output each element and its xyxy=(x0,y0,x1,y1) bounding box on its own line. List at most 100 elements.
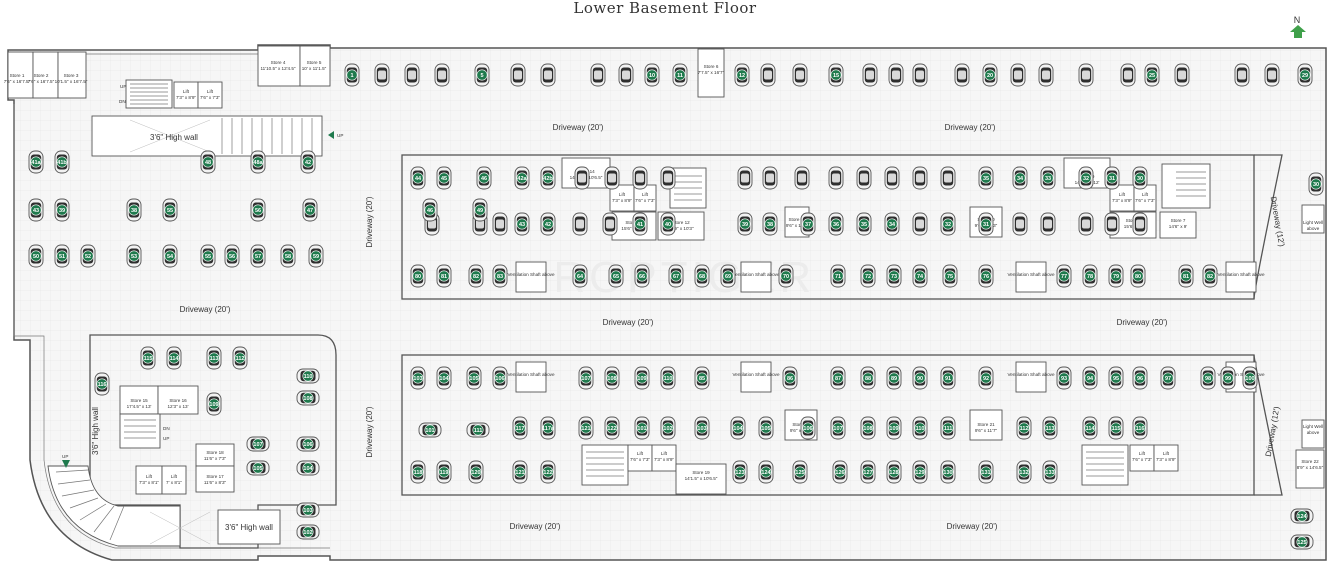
parking-space: 48a xyxy=(250,150,266,174)
parking-space xyxy=(660,166,676,190)
parking-space: 39 xyxy=(737,212,753,236)
store-19 xyxy=(675,463,727,495)
svg-text:53: 53 xyxy=(131,254,137,260)
svg-text:37: 37 xyxy=(805,222,811,228)
parking-space: 108 xyxy=(860,416,876,440)
svg-text:43: 43 xyxy=(519,222,525,228)
svg-text:125: 125 xyxy=(1297,540,1306,546)
parking-space: 103 xyxy=(410,366,426,390)
parking-space: 101 xyxy=(634,416,650,440)
svg-text:95: 95 xyxy=(1113,376,1119,382)
parking-space: 126 xyxy=(832,460,848,484)
parking-space: 96 xyxy=(1132,366,1148,390)
svg-text:39: 39 xyxy=(742,222,748,228)
svg-text:103: 103 xyxy=(697,426,706,432)
parking-space: 32 xyxy=(940,212,956,236)
parking-space: 37 xyxy=(800,212,816,236)
parking-space xyxy=(574,166,590,190)
parking-space: 46 xyxy=(422,198,438,222)
svg-text:98: 98 xyxy=(1205,376,1211,382)
parking-space xyxy=(1078,63,1094,87)
parking-space: 85 xyxy=(694,366,710,390)
svg-text:125: 125 xyxy=(795,470,804,476)
parking-space: 45 xyxy=(436,166,452,190)
svg-text:17'4.5" x 13': 17'4.5" x 13' xyxy=(127,404,152,409)
parking-space xyxy=(794,166,810,190)
svg-text:80: 80 xyxy=(1135,274,1141,280)
parking-space: 30 xyxy=(1308,172,1324,196)
parking-space: 44 xyxy=(410,166,426,190)
parking-space: 39 xyxy=(54,198,70,222)
parking-space: 104 xyxy=(296,460,320,476)
inner-block-b xyxy=(401,354,1255,496)
staircase-a-right xyxy=(1161,163,1211,209)
parking-space: 102 xyxy=(660,416,676,440)
parking-space: 122 xyxy=(604,416,620,440)
svg-text:56: 56 xyxy=(229,254,235,260)
parking-space: 106 xyxy=(296,436,320,452)
svg-text:121: 121 xyxy=(515,470,524,476)
parking-space xyxy=(510,63,526,87)
svg-text:31: 31 xyxy=(1109,176,1115,182)
parking-space xyxy=(1010,63,1026,87)
svg-text:35: 35 xyxy=(861,222,867,228)
svg-text:43: 43 xyxy=(33,208,39,214)
svg-text:81: 81 xyxy=(441,274,447,280)
parking-space: 81 xyxy=(436,264,452,288)
parking-space: 80 xyxy=(1130,264,1146,288)
parking-space: 91 xyxy=(940,366,956,390)
svg-text:130: 130 xyxy=(943,470,952,476)
parking-space: 55 xyxy=(162,198,178,222)
parking-space: 105 xyxy=(758,416,774,440)
svg-text:12: 12 xyxy=(739,73,745,79)
svg-text:UP: UP xyxy=(163,436,169,441)
svg-text:97: 97 xyxy=(1165,376,1171,382)
svg-text:104: 104 xyxy=(439,376,449,382)
svg-text:Ventilation Shaft above: Ventilation Shaft above xyxy=(508,372,555,377)
parking-space: 31 xyxy=(978,212,994,236)
parking-space: 124 xyxy=(758,460,774,484)
svg-text:85: 85 xyxy=(699,376,705,382)
parking-space xyxy=(1078,212,1094,236)
svg-text:15: 15 xyxy=(833,73,839,79)
parking-space: 105 xyxy=(466,366,482,390)
svg-text:Store 4: Store 4 xyxy=(271,60,286,65)
vent-shafts: Ventilation Shaft above Ventilation Shaf… xyxy=(508,261,1265,393)
svg-text:Light Well: Light Well xyxy=(1303,220,1323,225)
svg-text:99: 99 xyxy=(1225,376,1231,382)
svg-text:112: 112 xyxy=(1020,426,1029,432)
svg-text:67: 67 xyxy=(673,274,679,280)
svg-text:Light Well: Light Well xyxy=(1303,424,1323,429)
parking-space: 90 xyxy=(912,366,928,390)
svg-text:107: 107 xyxy=(833,426,842,432)
svg-text:68: 68 xyxy=(699,274,705,280)
store-4 xyxy=(257,45,301,87)
store-3 xyxy=(57,51,87,99)
parking-space: 117 xyxy=(512,416,528,440)
parking-space: 57 xyxy=(250,244,266,268)
svg-text:Ventilation Shaft above: Ventilation Shaft above xyxy=(1008,372,1055,377)
parking-space xyxy=(1104,212,1120,236)
parking-space: 38 xyxy=(126,198,142,222)
svg-text:64: 64 xyxy=(577,274,584,280)
svg-text:Lift: Lift xyxy=(661,451,668,456)
svg-text:79: 79 xyxy=(1113,274,1119,280)
svg-text:92: 92 xyxy=(983,376,989,382)
parking-space: 109 xyxy=(634,366,650,390)
svg-text:7'6" x 7'3": 7'6" x 7'3" xyxy=(1132,457,1152,462)
parking-space: 35 xyxy=(978,166,994,190)
parking-space xyxy=(1234,63,1250,87)
svg-text:103: 103 xyxy=(413,376,422,382)
parking-space: 108 xyxy=(604,366,620,390)
parking-space: 41a xyxy=(28,150,44,174)
svg-text:106: 106 xyxy=(803,426,812,432)
svg-text:34: 34 xyxy=(1017,176,1024,182)
parking-space: 129 xyxy=(912,460,928,484)
parking-space xyxy=(912,212,928,236)
svg-text:116: 116 xyxy=(1136,426,1145,432)
lift-top-left-1 xyxy=(173,81,199,109)
lift-sw-1 xyxy=(135,465,163,495)
parking-space: 55 xyxy=(200,244,216,268)
svg-text:41b: 41b xyxy=(57,160,67,166)
